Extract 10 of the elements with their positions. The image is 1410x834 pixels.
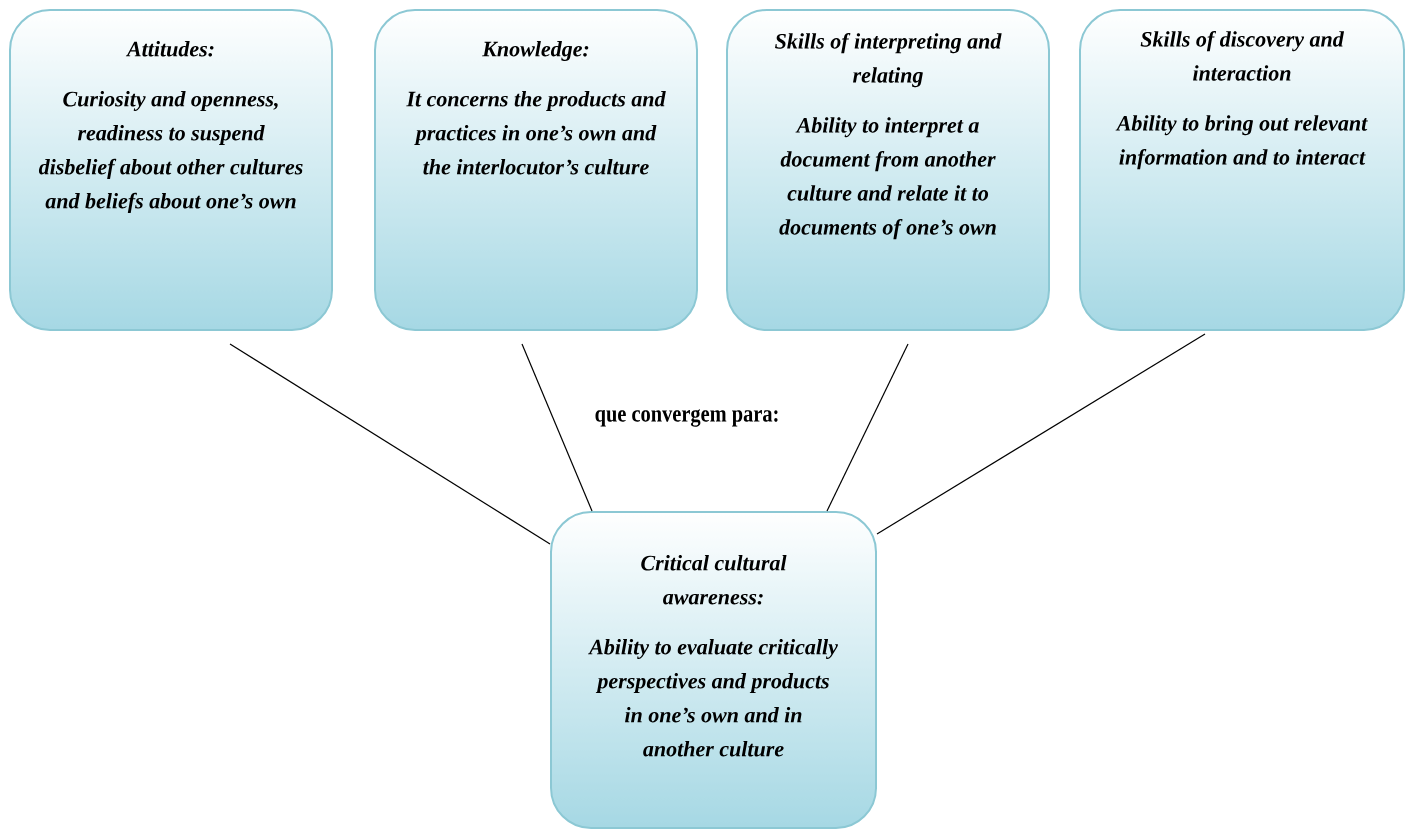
rounded-box: Skills of interpreting and relating Ability to interpret a document from another culture and relate it to documents of one’s own [726, 9, 1050, 331]
connector-line [229, 343, 551, 545]
rounded-box: Critical cultural awareness: Ability to evaluate critically perspectives and products in one’s own and in another culture [550, 511, 877, 829]
connector-line [826, 343, 909, 512]
rounded-box: Attitudes: Curiosity and openness, readiness to suspend disbelief about other cultures and beliefs about one’s own [9, 9, 333, 331]
connector-line [876, 333, 1206, 535]
rounded-box: Knowledge: It concerns the products and practices in one’s own and the interlocutor’s culture [374, 9, 698, 331]
caption-text: que convergem para: [595, 409, 778, 427]
connector-line [521, 343, 593, 512]
rounded-box: Skills of discovery and interaction Ability to bring out relevant information and to interact [1079, 9, 1405, 331]
